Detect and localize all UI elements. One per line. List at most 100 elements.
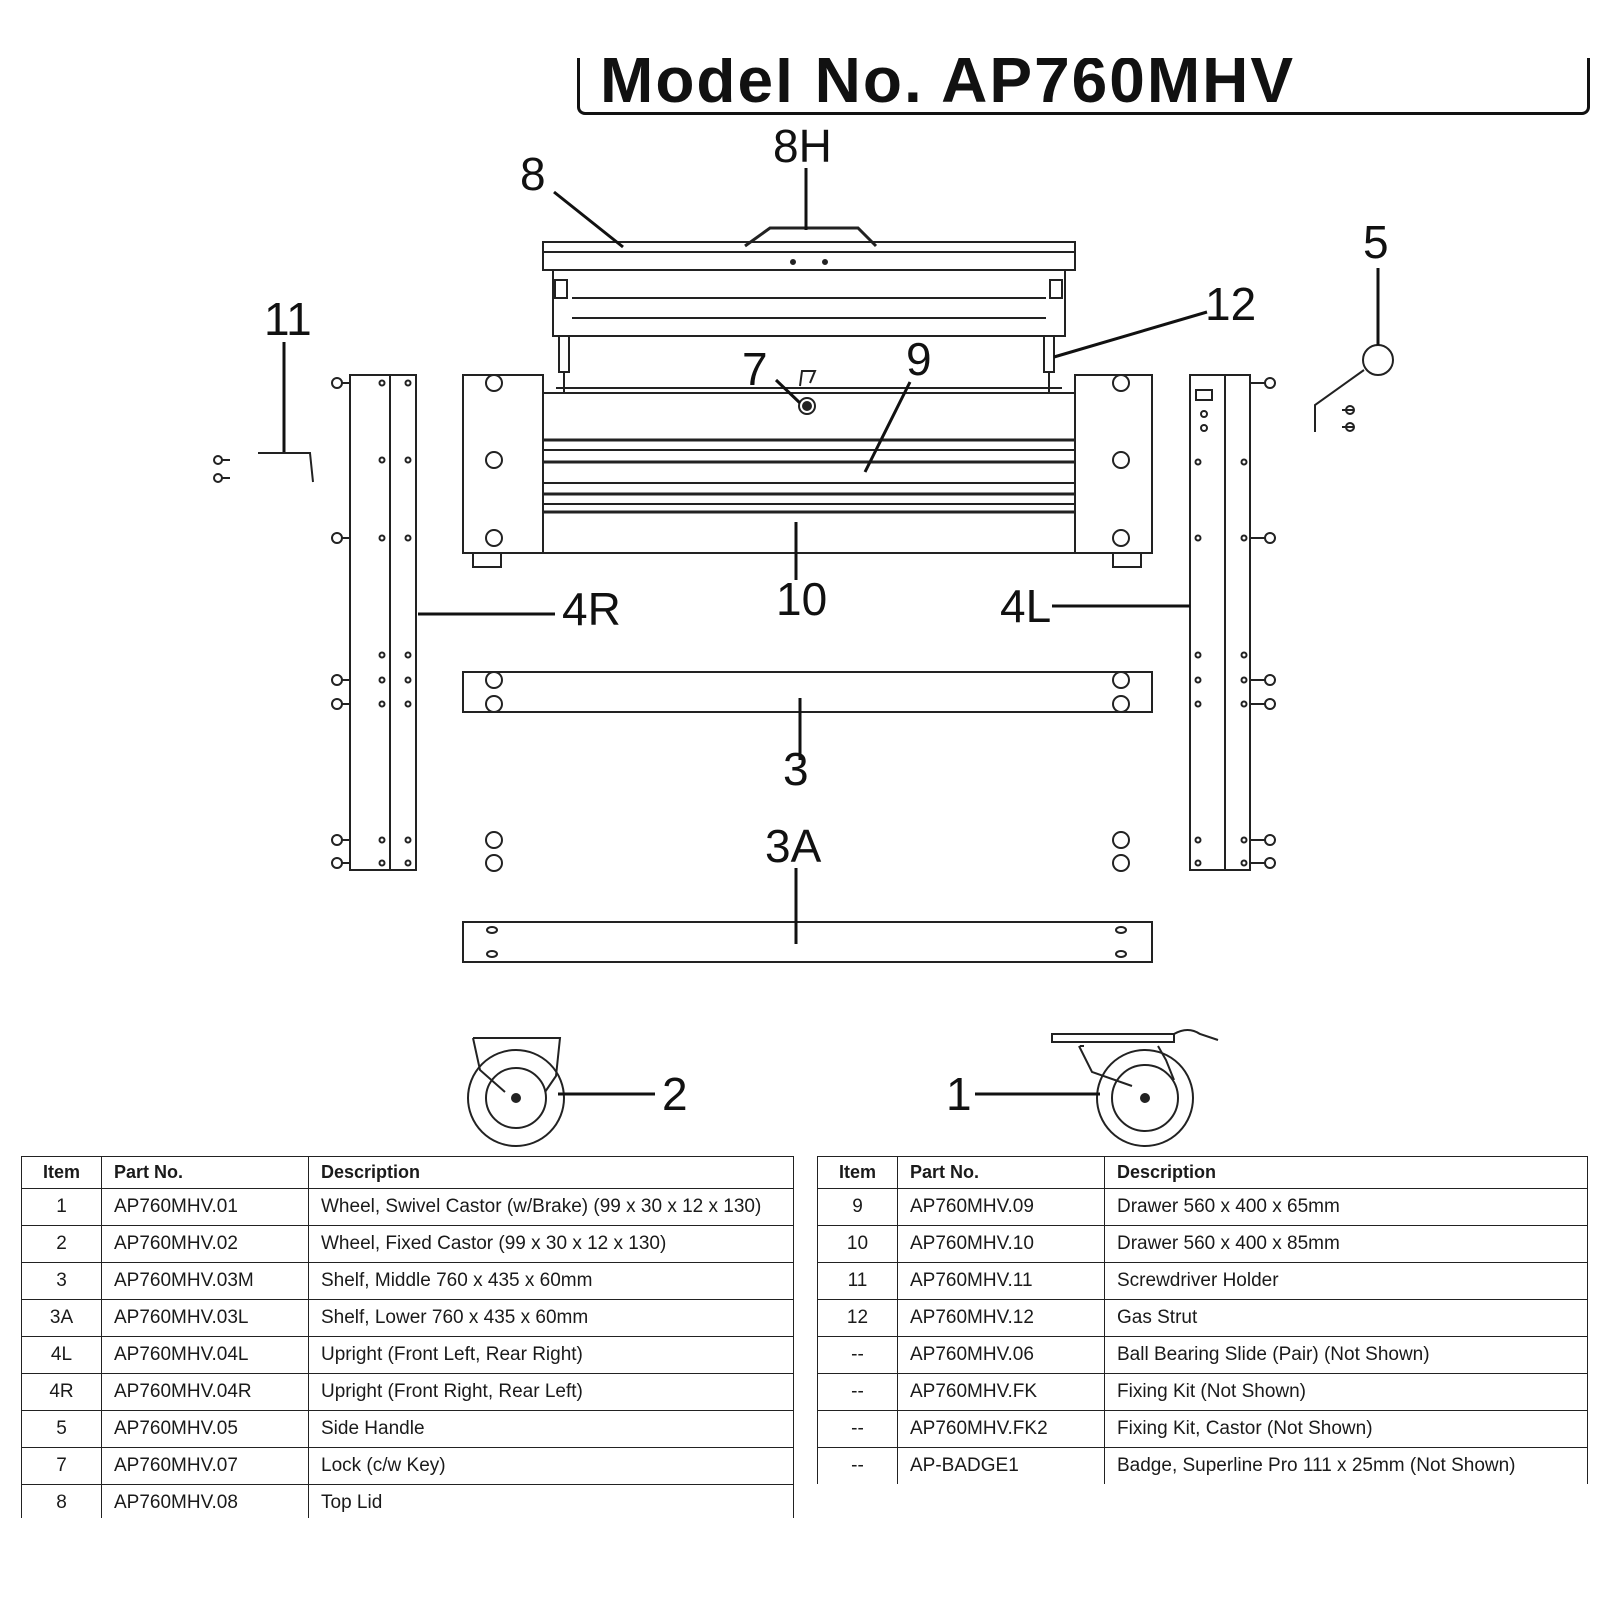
item-cell: 10 — [817, 1225, 898, 1263]
callout-12: 12 — [1205, 278, 1256, 330]
item-cell: 4L — [21, 1336, 102, 1374]
fixed-castor — [467, 1037, 565, 1147]
header-part-no: Part No. — [897, 1156, 1105, 1189]
part-no-cell: AP760MHV.01 — [101, 1188, 309, 1226]
part-no-cell: AP760MHV.07 — [101, 1447, 309, 1485]
description-cell: Wheel, Fixed Castor (99 x 30 x 12 x 130) — [308, 1225, 794, 1263]
part-no-cell: AP760MHV.05 — [101, 1410, 309, 1448]
part-no-cell: AP760MHV.04R — [101, 1373, 309, 1411]
description-cell: Lock (c/w Key) — [308, 1447, 794, 1485]
callout-3A: 3A — [765, 820, 822, 872]
callout-11: 11 — [264, 293, 312, 345]
item-cell: 3A — [21, 1299, 102, 1337]
header-description: Description — [308, 1156, 794, 1189]
item-cell: -- — [817, 1410, 898, 1448]
header-item: Item — [21, 1156, 102, 1189]
description-cell: Shelf, Lower 760 x 435 x 60mm — [308, 1299, 794, 1337]
callout-7: 7 — [742, 343, 768, 395]
exploded-diagram: 8H 8 5 12 11 7 9 10 4R 4L 3 3A 2 1 — [213, 120, 1394, 1147]
upright-screws — [331, 377, 1276, 869]
description-cell: Badge, Superline Pro 111 x 25mm (Not Sho… — [1104, 1447, 1588, 1484]
item-cell: 3 — [21, 1262, 102, 1300]
model-title-box: Model No. AP760MHV — [577, 40, 1590, 115]
item-cell: -- — [817, 1336, 898, 1374]
swivel-castor — [1051, 1029, 1219, 1147]
part-no-cell: AP-BADGE1 — [897, 1447, 1105, 1484]
item-cell: 5 — [21, 1410, 102, 1448]
description-cell: Drawer 560 x 400 x 65mm — [1104, 1188, 1588, 1226]
part-no-cell: AP760MHV.11 — [897, 1262, 1105, 1300]
description-cell: Wheel, Swivel Castor (w/Brake) (99 x 30 … — [308, 1188, 794, 1226]
description-cell: Upright (Front Right, Rear Left) — [308, 1373, 794, 1411]
model-title: Model No. AP760MHV — [600, 44, 1296, 115]
part-no-cell: AP760MHV.03L — [101, 1299, 309, 1337]
part-no-cell: AP760MHV.12 — [897, 1299, 1105, 1337]
description-cell: Ball Bearing Slide (Pair) (Not Shown) — [1104, 1336, 1588, 1374]
side-handle — [1314, 344, 1394, 432]
middle-shelf — [462, 671, 1153, 713]
callout-4R: 4R — [562, 583, 621, 635]
part-no-cell: AP760MHV.FK2 — [897, 1410, 1105, 1448]
callout-5: 5 — [1363, 216, 1389, 268]
part-no-cell: AP760MHV.08 — [101, 1484, 309, 1518]
part-no-cell: AP760MHV.06 — [897, 1336, 1105, 1374]
callout-10: 10 — [776, 573, 827, 625]
drawer-cabinet — [462, 370, 1153, 568]
description-cell: Shelf, Middle 760 x 435 x 60mm — [308, 1262, 794, 1300]
item-cell: 9 — [817, 1188, 898, 1226]
gas-struts — [558, 335, 1055, 392]
leader-lines — [282, 168, 1380, 1096]
item-cell: 11 — [817, 1262, 898, 1300]
callout-9: 9 — [906, 333, 932, 385]
lower-shelf — [462, 921, 1153, 963]
callout-8H: 8H — [773, 120, 832, 172]
description-cell: Drawer 560 x 400 x 85mm — [1104, 1225, 1588, 1263]
item-cell: 4R — [21, 1373, 102, 1411]
item-cell: 12 — [817, 1299, 898, 1337]
part-no-cell: AP760MHV.02 — [101, 1225, 309, 1263]
screwdriver-holder — [213, 452, 314, 483]
item-cell: 8 — [21, 1484, 102, 1518]
lock-icon — [798, 397, 816, 415]
description-cell: Fixing Kit, Castor (Not Shown) — [1104, 1410, 1588, 1448]
description-cell: Top Lid — [308, 1484, 794, 1518]
item-cell: -- — [817, 1373, 898, 1411]
lower-shelf-bolts — [485, 831, 1130, 872]
header-part-no: Part No. — [101, 1156, 309, 1189]
description-cell: Upright (Front Left, Rear Right) — [308, 1336, 794, 1374]
callout-4L: 4L — [1000, 580, 1051, 632]
page-top-crop — [560, 0, 1600, 58]
header-description: Description — [1104, 1156, 1588, 1189]
part-no-cell: AP760MHV.FK — [897, 1373, 1105, 1411]
item-cell: 2 — [21, 1225, 102, 1263]
callout-2: 2 — [662, 1068, 688, 1120]
description-cell: Gas Strut — [1104, 1299, 1588, 1337]
part-no-cell: AP760MHV.03M — [101, 1262, 309, 1300]
item-cell: 7 — [21, 1447, 102, 1485]
description-cell: Screwdriver Holder — [1104, 1262, 1588, 1300]
part-no-cell: AP760MHV.04L — [101, 1336, 309, 1374]
top-lid — [542, 241, 1076, 337]
item-cell: -- — [817, 1447, 898, 1484]
callout-1: 1 — [946, 1068, 972, 1120]
